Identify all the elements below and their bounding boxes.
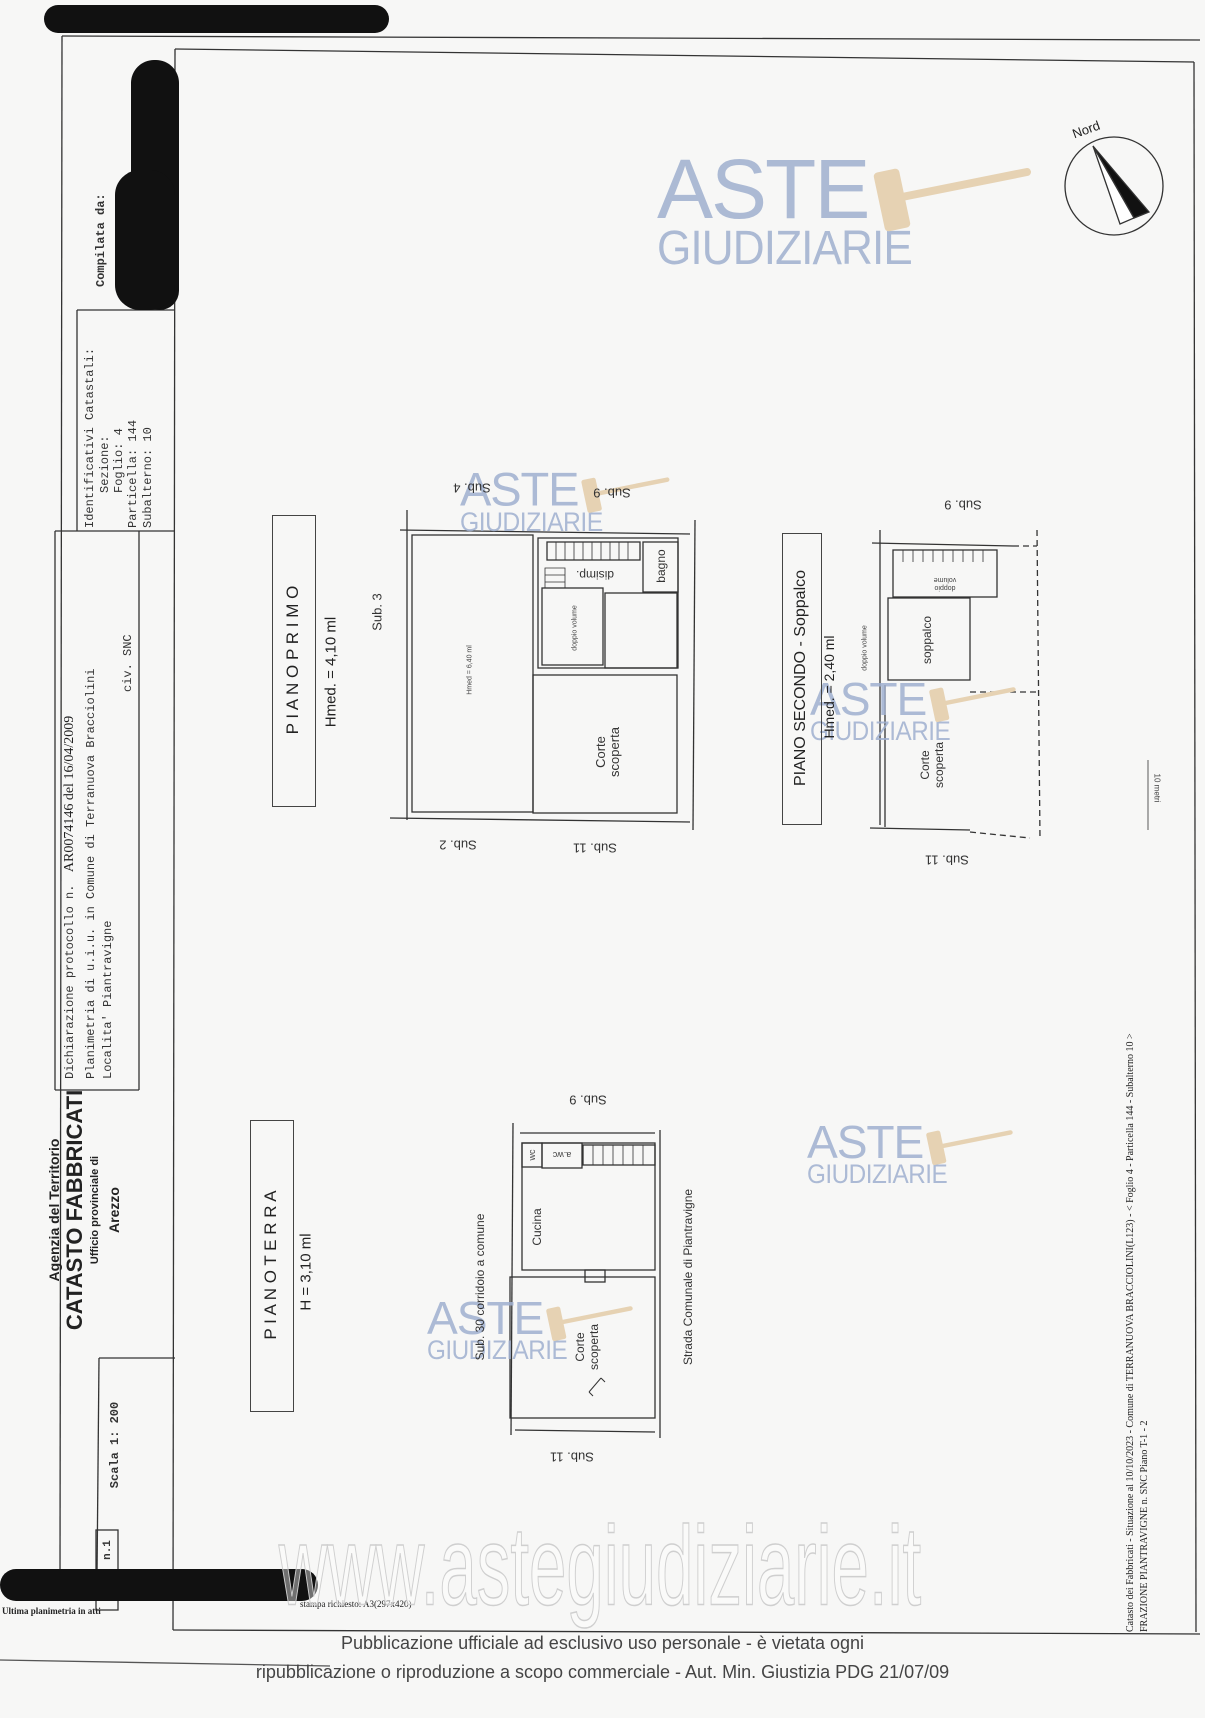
piano-secondo-title-box (782, 533, 822, 825)
sidebar-dividers (54, 309, 175, 1611)
scala-label: Scala 1: 200 (108, 1401, 122, 1489)
agenzia-line: Agenzia del Territorio (46, 1138, 62, 1282)
sub-label: Sub. 3 (369, 593, 385, 631)
piano-terra-title-box (250, 1120, 294, 1412)
sub30-label: Sub. 30 corridoio a comune (473, 1213, 487, 1361)
sub-label: Sub. 9 (944, 497, 982, 513)
catasto-fabbricati-title: CATASTO FABBRICATI (62, 1089, 87, 1331)
sub-label: Sub. 4 (453, 480, 491, 496)
room-corte-scoperta: Corte scoperta (918, 742, 946, 788)
compass-icon (1064, 136, 1164, 236)
piano-primo-title: P I A N O P R I M O (283, 585, 302, 735)
sub-label: Sub. 2 (439, 837, 477, 853)
room-bagno: bagno (654, 549, 668, 583)
room-height-label: Hmed = 6,40 ml (466, 645, 474, 695)
scale-bar-label: 10 metri (1152, 773, 1162, 803)
room-cucina: Cucina (530, 1208, 544, 1246)
piano-secondo-title: PIANO SECONDO - Soppalco (792, 569, 809, 787)
arezzo-line: Arezzo (106, 1187, 122, 1233)
piano-primo-title-box (272, 515, 316, 807)
stairs-doppio-volume: doppio volume (934, 575, 957, 591)
piano-terra-title: P I A N O T E R R A (261, 1190, 280, 1340)
sezione: Sezione: (98, 435, 112, 493)
footer-line1: Pubblicazione ufficiale ad esclusivo uso… (341, 1633, 864, 1653)
sheet-frame (0, 35, 1201, 1667)
corte-line1: Corte (918, 750, 932, 780)
room-soppalco: soppalco (920, 615, 934, 665)
ufficio-line: Ufficio provinciale di (89, 1155, 101, 1265)
sub-label: Sub. 11 (925, 852, 969, 868)
planimetria-line: Planimetria di u.i.u. in Comune di Terra… (84, 668, 98, 1079)
piano-terra-height: H = 3,10 ml (297, 1233, 315, 1311)
corte-line2: scoperta (607, 727, 622, 777)
piano-primo-height: Hmed. = 4,10 ml (322, 616, 340, 728)
room-wc: wc (527, 1149, 537, 1161)
room-disimp: disimp. (575, 568, 615, 582)
foglio: Foglio: 4 (112, 428, 126, 493)
doppio-line1: doppio (934, 584, 956, 591)
ultima-planimetria-text: Ultima planimetria in atti (2, 1606, 101, 1616)
footer-line2: ripubblicazione o riproduzione a scopo c… (255, 1662, 950, 1682)
room-corte-scoperta: Corte scoperta (573, 1324, 601, 1370)
civico: civ. SNC (121, 634, 135, 692)
print-format-text: stampa richiesto: A3(297x420) (300, 1599, 412, 1609)
particella: Particella: 144 (126, 419, 140, 528)
subalterno: Subalterno: 10 (141, 427, 155, 528)
corte-line1: Corte (573, 1332, 587, 1362)
corte-line2: scoperta (587, 1323, 601, 1371)
dichiarazione-line: Dichiarazione protocollo n. AR0074146 de… (60, 716, 78, 1079)
doppio-line2: volume (933, 576, 957, 583)
site-watermark: www.astegiudiziarie.it (278, 1503, 922, 1630)
strada-label: Strada Comunale di Piantravigne (681, 1188, 695, 1366)
room-awc: a.wc (552, 1150, 572, 1160)
sub-label: Sub. 9 (593, 485, 631, 501)
sub-label: Sub. 11 (550, 1449, 594, 1465)
piano-secondo-height: Hmed. = 2,40 ml (821, 635, 837, 739)
compilata-label: Compilata da: (94, 193, 108, 287)
dichiarazione-label: Dichiarazione protocollo n. (63, 884, 77, 1079)
room-corte-scoperta: Corte scoperta (593, 727, 622, 777)
sub-label: Sub. 11 (573, 840, 617, 856)
margin-info-line1: Catasto dei Fabbricati - Situazione al 1… (1125, 1033, 1136, 1632)
doppio-volume-label: doppio volume (861, 625, 869, 671)
identificativi-title: Identificativi Catastali: (83, 347, 97, 528)
redaction-bar-top (44, 5, 389, 33)
margin-info-line2: FRAZIONE PIANTRAVIGNE n. SNC Piano T-1 -… (1139, 1420, 1150, 1633)
corte-line1: Corte (593, 736, 608, 768)
corte-line2: scoperta (932, 741, 946, 789)
plan-piano-secondo (869, 529, 1041, 841)
room-doppio-volume: doppio volume (571, 605, 579, 651)
scheda-number: n.1 (102, 1540, 114, 1560)
plan-piano-primo (389, 510, 696, 831)
sub-label: Sub. 9 (569, 1092, 607, 1108)
redaction-bar-bottom (0, 1569, 318, 1601)
plan-piano-terra (509, 1122, 661, 1438)
redaction-blob-left-lower (115, 170, 175, 310)
protocollo-number: AR0074146 del 16/04/2009 (62, 715, 77, 873)
localita-line: Localita' Piantravigne (101, 920, 115, 1079)
